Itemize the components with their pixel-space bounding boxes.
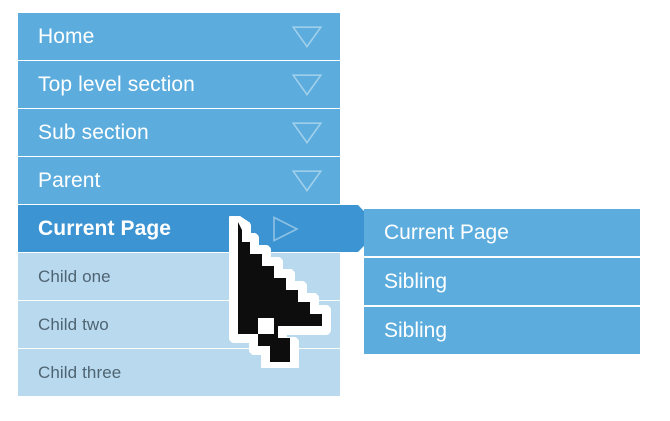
nav-item-label: Sub section [38, 121, 149, 144]
nav-item-home[interactable]: Home [18, 13, 340, 60]
nav-item-child-one[interactable]: Child one [18, 253, 340, 300]
nav-item-label: Top level section [38, 73, 195, 96]
nav-item-label: Child two [38, 315, 109, 334]
triangle-down-icon[interactable] [292, 169, 322, 192]
nav-item-label: Home [38, 25, 95, 48]
submenu-item-label: Sibling [384, 319, 448, 342]
submenu-item-label: Sibling [384, 270, 448, 293]
triangle-right-icon[interactable] [272, 215, 300, 242]
nav-item-top-level-section[interactable]: Top level section [18, 61, 340, 108]
nav-item-child-two[interactable]: Child two [18, 301, 340, 348]
nav-item-label: Parent [38, 169, 101, 192]
nav-item-current-page[interactable]: Current Page [18, 205, 381, 252]
nav-item-child-three[interactable]: Child three [18, 349, 340, 396]
nav-item-label: Child one [38, 267, 111, 286]
nav-item-sub-section[interactable]: Sub section [18, 109, 340, 156]
nav-item-parent[interactable]: Parent [18, 157, 340, 204]
triangle-down-icon[interactable] [292, 121, 322, 144]
submenu-panel: Current Page Sibling Sibling [364, 209, 640, 354]
nav-item-label: Current Page [38, 217, 172, 240]
triangle-down-icon[interactable] [292, 73, 322, 96]
submenu-item-sibling-1[interactable]: Sibling [364, 258, 640, 305]
submenu-item-current-page[interactable]: Current Page [364, 209, 640, 256]
submenu-item-sibling-2[interactable]: Sibling [364, 307, 640, 354]
triangle-down-icon[interactable] [292, 25, 322, 48]
nav-item-label: Child three [38, 363, 122, 382]
submenu-item-label: Current Page [384, 221, 509, 244]
breadcrumb-nav-panel: Home Top level section Sub section [18, 13, 381, 396]
